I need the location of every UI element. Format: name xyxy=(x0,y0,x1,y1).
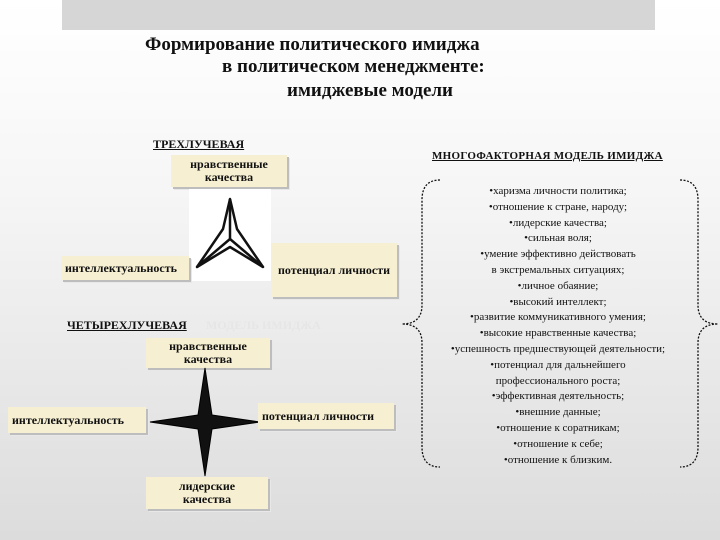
four-ray-bottom-line2: качества xyxy=(182,492,232,506)
multifactor-item: •потенциал для дальнейшего xyxy=(490,358,626,371)
multifactor-item: профессионального роста; xyxy=(495,374,621,387)
four-pointed-star-icon xyxy=(149,367,261,477)
four-ray-bottom-line1: лидерские xyxy=(178,479,236,493)
multifactor-item: •отношение к стране, народу; xyxy=(488,200,628,213)
three-ray-top-line2: качества xyxy=(204,170,254,184)
multifactor-item: •успешность предшествующей деятельности; xyxy=(450,342,666,355)
multifactor-item: •умение эффективно действовать xyxy=(480,248,636,261)
multifactor-item: •харизма личности политика; xyxy=(489,185,627,197)
multifactor-item: •развитие коммуникативного умения; xyxy=(470,311,646,324)
four-ray-right-box: потенциал личности xyxy=(258,403,394,429)
multifactor-item: в экстремальных ситуациях; xyxy=(491,263,625,276)
three-ray-left-box: интеллектуальность xyxy=(61,256,189,280)
four-ray-left-box: интеллектуальность xyxy=(8,407,146,433)
three-ray-left-label: интеллектуальность xyxy=(65,260,177,275)
multifactor-item: •отношение к себе; xyxy=(513,437,603,450)
multifactor-item: •эффективная деятельность; xyxy=(491,390,625,403)
multifactor-item: •отношение к соратникам; xyxy=(496,421,620,434)
three-ray-label: ТРЕХЛУЧЕВАЯ xyxy=(153,137,245,151)
top-banner xyxy=(62,0,655,30)
multifactor-item: •отношение к близким. xyxy=(503,453,613,466)
page-title-line2: в политическом менеджменте: xyxy=(222,56,485,77)
multifactor-list: •харизма личности политика; •отношение к … xyxy=(430,184,686,468)
four-ray-left-label: интеллектуальность xyxy=(12,412,124,427)
three-ray-right-label: потенциал личности xyxy=(277,262,391,277)
multifactor-item: •личное обаяние; xyxy=(517,279,599,292)
four-ray-label: ЧЕТЫРЕХЛУЧЕВАЯ xyxy=(67,318,187,332)
multifactor-item: •высокие нравственные качества; xyxy=(479,327,637,340)
multifactor-brace xyxy=(401,179,719,468)
three-ray-top-line1: нравственные xyxy=(190,157,268,171)
page-title-line3: имиджевые модели xyxy=(287,80,453,101)
three-ray-top-box: нравственные качества xyxy=(171,155,287,187)
four-ray-bottom-box: лидерские качества xyxy=(146,477,268,509)
four-ray-right-label: потенциал личности xyxy=(262,408,375,423)
multifactor-item: •сильная воля; xyxy=(524,232,592,245)
four-ray-top-line1: нравственные xyxy=(169,339,247,353)
multifactor-item: •высокий интеллект; xyxy=(509,295,607,308)
multifactor-title: МНОГОФАКТОРНАЯ МОДЕЛЬ ИМИДЖА xyxy=(432,150,663,162)
page-title-line1: Формирование политического имиджа xyxy=(145,34,480,55)
multifactor-item: •внешние данные; xyxy=(515,406,601,419)
four-ray-top-line2: качества xyxy=(183,352,233,366)
four-ray-label-suffix: МОДЕЛЬ ИМИДЖА xyxy=(206,318,321,332)
four-ray-top-box: нравственные качества xyxy=(146,338,270,368)
three-ray-right-box: потенциал личности xyxy=(271,243,397,297)
multifactor-item: •лидерские качества; xyxy=(509,216,607,229)
three-pointed-star-icon xyxy=(195,197,265,269)
